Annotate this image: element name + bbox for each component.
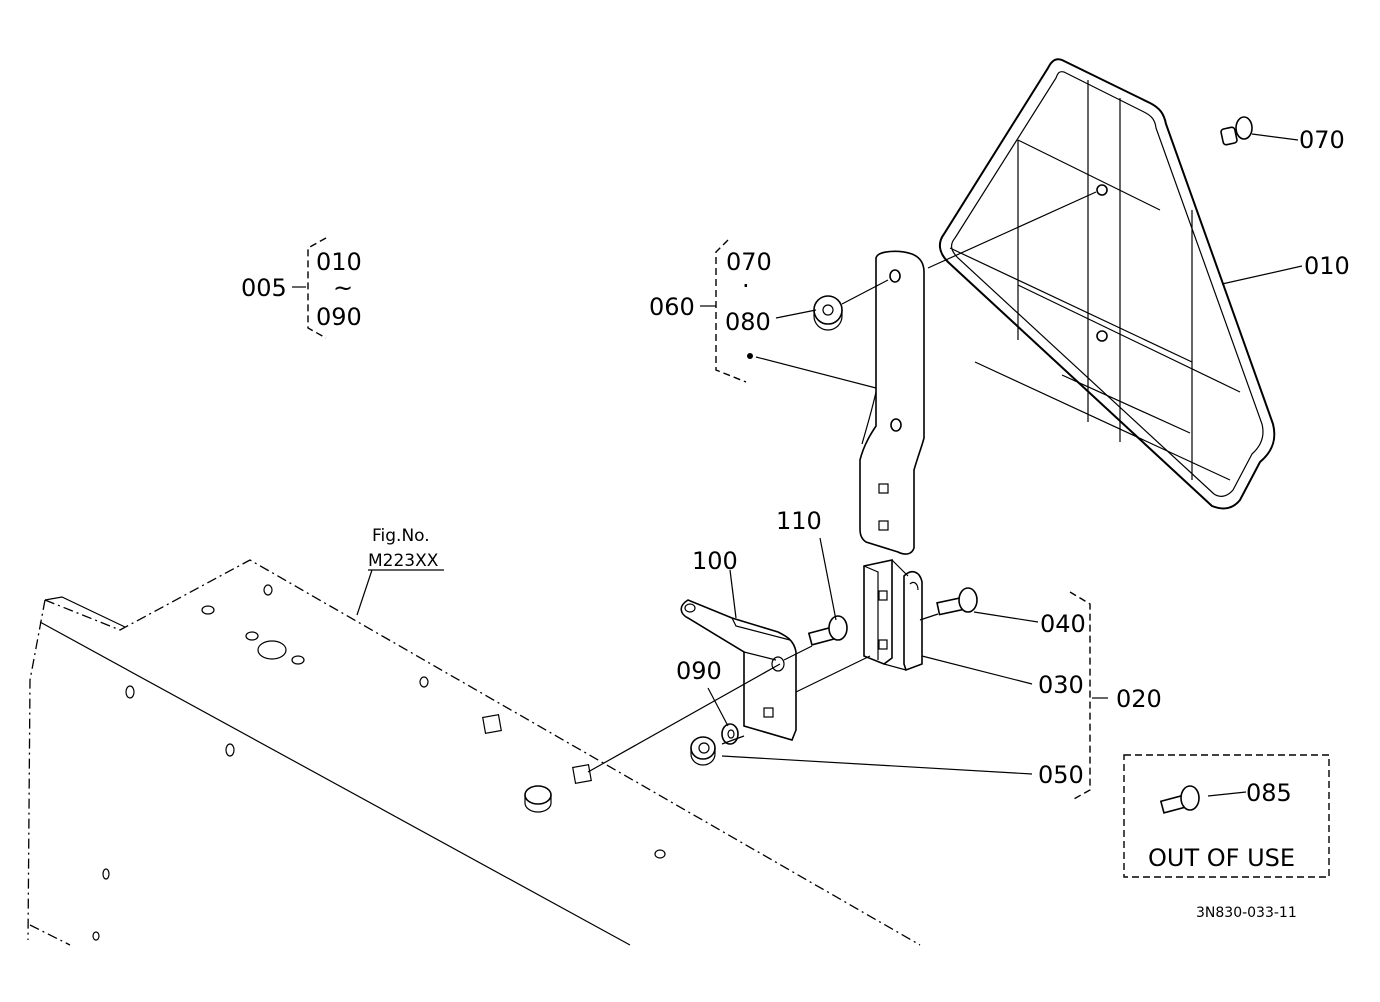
fig-ref-line1: Fig.No. <box>372 526 430 546</box>
drawing-number: 3N830-033-11 <box>1196 905 1297 921</box>
part-080-collar <box>813 295 843 331</box>
callout-110: 110 <box>776 507 822 535</box>
callout-090: 090 <box>676 657 722 685</box>
callout-060-dot <box>747 353 753 359</box>
callout-range-tilde: ~ <box>333 274 353 302</box>
callout-dot: · <box>742 272 750 300</box>
callout-085: 085 <box>1246 779 1292 807</box>
callout-050: 050 <box>1038 761 1084 789</box>
part-060-bracket <box>859 250 925 555</box>
callout-070-group: 070 <box>726 248 772 276</box>
callout-005: 005 <box>241 274 287 302</box>
callout-010-range-start: 010 <box>316 248 362 276</box>
part-050-nut <box>690 736 716 766</box>
part-040-bolt <box>936 587 978 616</box>
part-110-bolt <box>807 615 848 646</box>
callout-010: 010 <box>1304 252 1350 280</box>
part-010-grille <box>938 58 1276 510</box>
out-of-use-box <box>1123 754 1330 878</box>
part-100-plate <box>680 599 797 741</box>
callout-060: 060 <box>649 293 695 321</box>
leader-lines <box>587 133 1303 797</box>
group-brackets <box>292 237 1330 878</box>
out-of-use-label: OUT OF USE <box>1148 844 1295 872</box>
callout-100: 100 <box>692 547 738 575</box>
part-070-screw <box>1220 116 1253 146</box>
callout-030: 030 <box>1038 671 1084 699</box>
fig-reference: Fig.No. M223XX <box>356 526 444 616</box>
callout-070: 070 <box>1299 126 1345 154</box>
callout-labels: 005 010 ~ 090 070 · 060 080 070 010 110 … <box>241 126 1350 921</box>
part-030-hinge <box>863 559 923 672</box>
callout-080: 080 <box>725 308 771 336</box>
part-085-bolt <box>1159 785 1200 814</box>
frame-outline <box>27 559 921 946</box>
callout-040: 040 <box>1040 610 1086 638</box>
callout-020: 020 <box>1116 685 1162 713</box>
fig-ref-line2: M223XX <box>368 551 439 571</box>
callout-090-range-end: 090 <box>316 303 362 331</box>
